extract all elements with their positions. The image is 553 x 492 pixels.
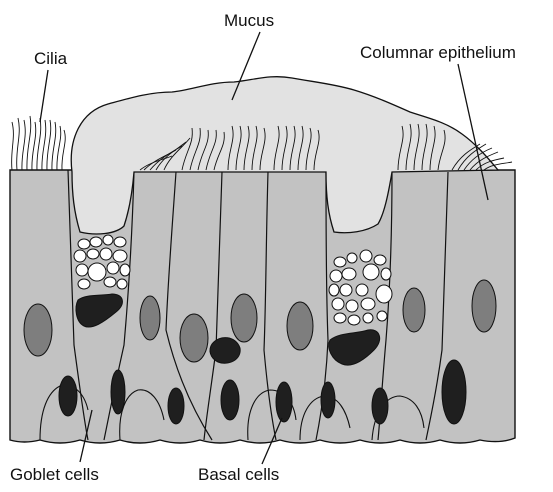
label-mucus: Mucus: [224, 11, 274, 30]
label-cilia: Cilia: [34, 49, 68, 68]
label-goblet-cells: Goblet cells: [10, 465, 99, 484]
cilia-left: [12, 116, 66, 170]
label-columnar-epithelium: Columnar epithelium: [360, 43, 516, 62]
label-basal-cells: Basal cells: [198, 465, 279, 484]
